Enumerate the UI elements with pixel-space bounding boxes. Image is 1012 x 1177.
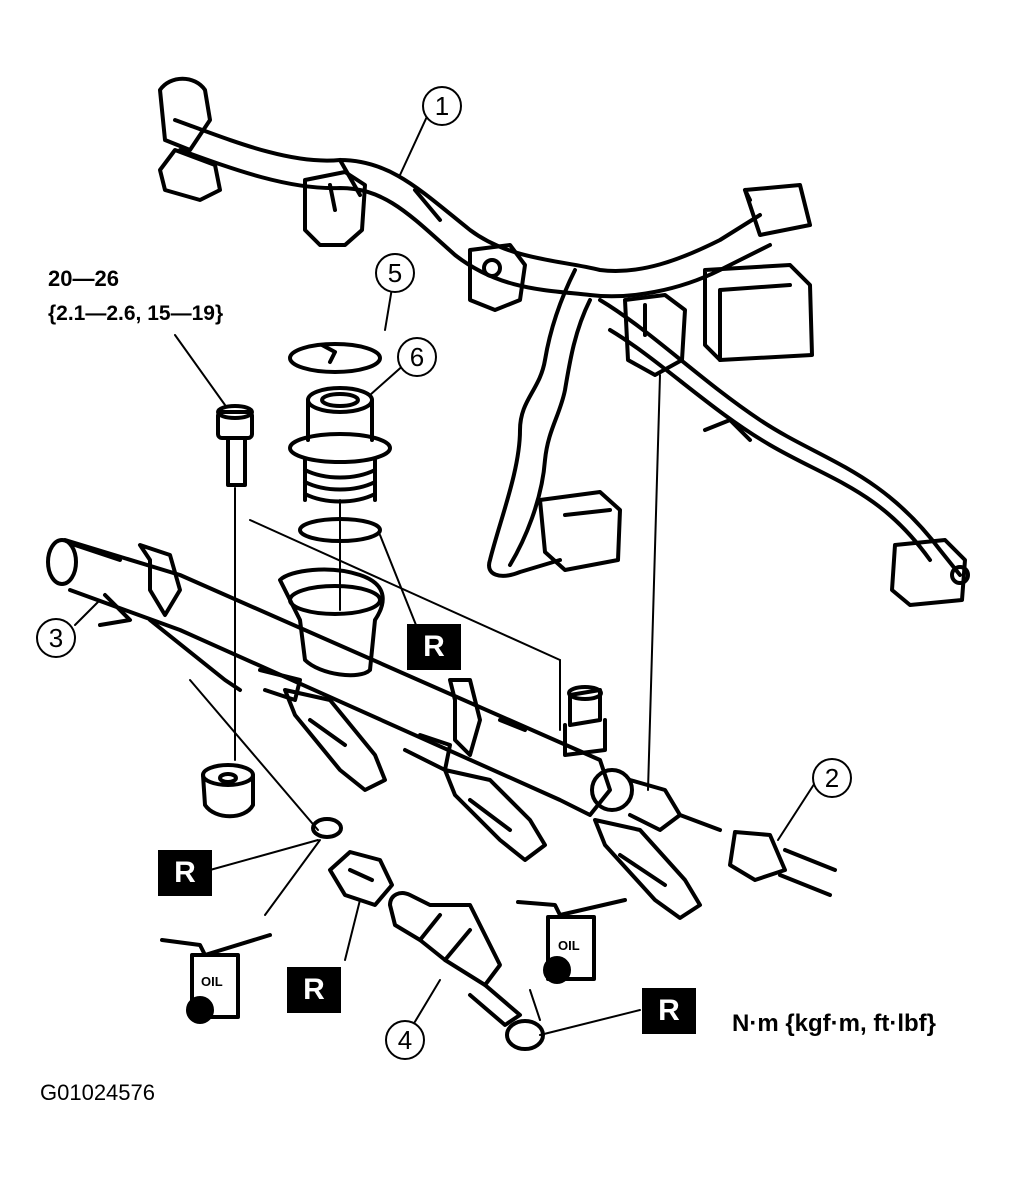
replace-badge-damper-oring: R: [407, 624, 461, 670]
oil-can-left: [160, 933, 272, 1024]
callout-5: 5: [375, 253, 415, 293]
fuel-rail: [46, 538, 722, 832]
replace-badge-injector-oring: R: [642, 988, 696, 1034]
replace-badge-clip: R: [287, 967, 341, 1013]
replace-badge-insulator: R: [158, 850, 212, 896]
torque-range: {2.1—2.6, 15—19}: [48, 302, 224, 325]
torque-value: 20—26: [48, 266, 119, 291]
callout-4: 4: [385, 1020, 425, 1060]
insulator: [201, 763, 255, 819]
callout-2: 2: [812, 758, 852, 798]
fuel-injector: [388, 891, 522, 1027]
callout-6: 6: [397, 337, 437, 377]
pulsation-damper: [288, 386, 392, 504]
mounting-bolt: [216, 404, 254, 487]
oil-label-right: OIL: [558, 938, 580, 953]
oil-label-left: OIL: [201, 974, 223, 989]
callout-1: 1: [422, 86, 462, 126]
fuel-hose: [728, 830, 837, 897]
leader-lines: [74, 109, 821, 1036]
wiring-harness: [158, 76, 970, 607]
figure-id: G01024576: [40, 1080, 155, 1105]
snap-ring: [288, 342, 382, 374]
connector-clip: [328, 850, 394, 907]
unit-note: N·m {kgf·m, ft·lbf}: [732, 1010, 936, 1037]
installed-injectors: [283, 688, 702, 920]
leader-bolt: [174, 334, 226, 406]
callout-3: 3: [36, 618, 76, 658]
oil-can-right: [516, 898, 627, 984]
